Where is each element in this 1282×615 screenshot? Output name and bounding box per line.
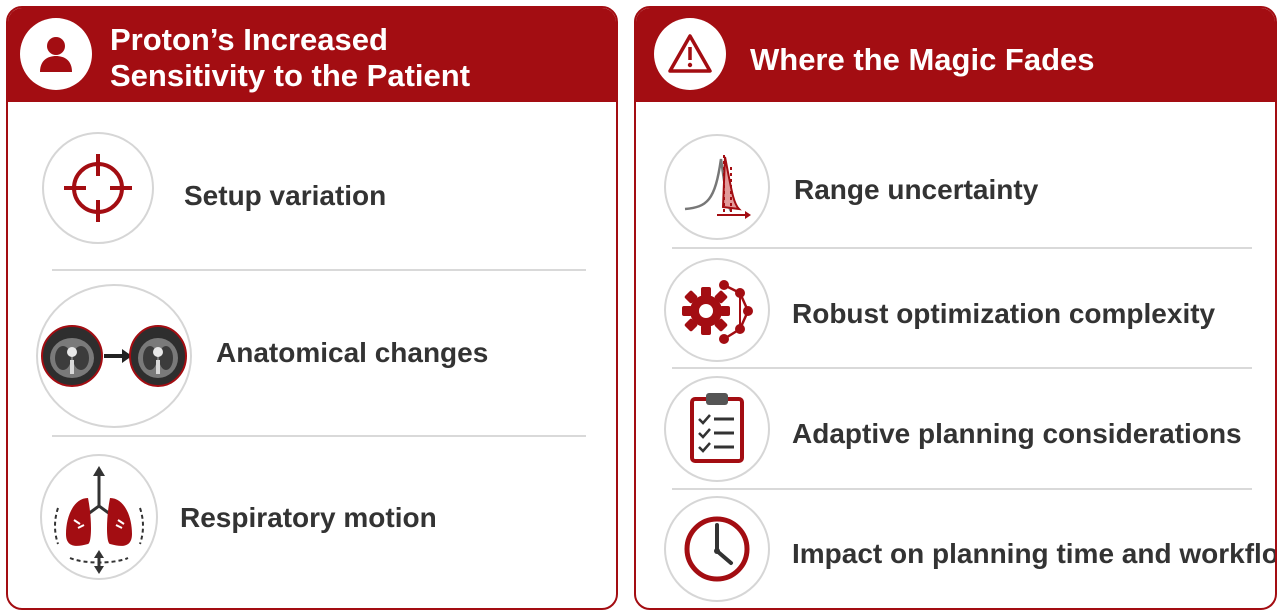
- crosshair-icon: [42, 132, 154, 244]
- anatomical-changes-label: Anatomical changes: [216, 337, 489, 368]
- clipboard-checklist-icon: [664, 376, 770, 482]
- divider: [52, 435, 586, 437]
- warning-triangle-icon: [654, 18, 726, 90]
- ct-scan-change-icon: [36, 284, 192, 428]
- gear-network-icon: [664, 258, 770, 362]
- respiratory-motion-label: Respiratory motion: [180, 502, 437, 533]
- right-panel-title: Where the Magic Fades: [750, 42, 1095, 77]
- divider: [672, 247, 1252, 249]
- planning-time-workflow-label: Impact on planning time and workflow: [792, 538, 1277, 569]
- range-uncertainty-label: Range uncertainty: [794, 174, 1039, 205]
- right-panel-header: Where the Magic Fades: [636, 8, 1275, 102]
- left-panel-title-line2: Sensitivity to the Patient: [110, 58, 471, 93]
- left-panel-title-line1: Proton’s Increased: [110, 22, 388, 57]
- bragg-peak-curve-icon: [664, 134, 770, 240]
- person-icon: [20, 18, 92, 90]
- lungs-motion-icon: [40, 454, 158, 580]
- divider: [52, 269, 586, 271]
- divider: [672, 367, 1252, 369]
- adaptive-planning-label: Adaptive planning considerations: [792, 418, 1242, 449]
- setup-variation-label: Setup variation: [184, 180, 387, 211]
- left-panel-header: Proton’s Increased Sensitivity to the Pa…: [8, 8, 616, 102]
- left-panel: Proton’s Increased Sensitivity to the Pa…: [6, 6, 618, 610]
- right-panel: Where the Magic Fades Range uncertainty: [634, 6, 1277, 610]
- robust-optimization-label: Robust optimization complexity: [792, 298, 1216, 329]
- left-panel-title: Proton’s Increased Sensitivity to the Pa…: [110, 22, 470, 94]
- clock-icon: [664, 496, 770, 602]
- divider: [672, 488, 1252, 490]
